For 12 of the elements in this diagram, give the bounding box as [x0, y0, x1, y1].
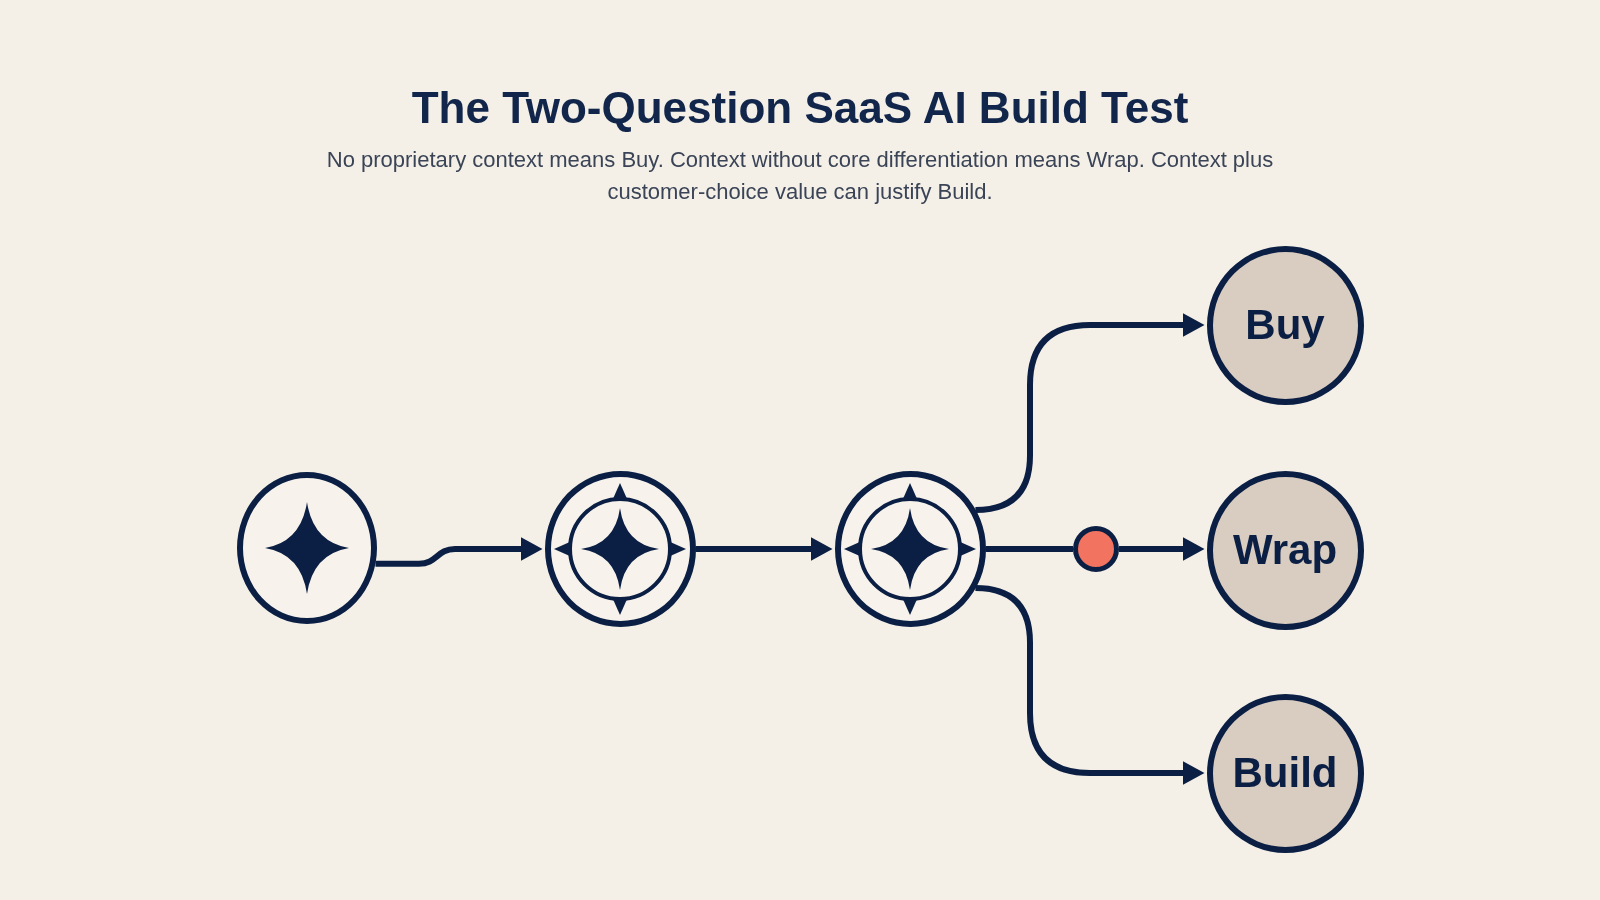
arrow [375, 537, 543, 567]
arrow [1119, 537, 1205, 561]
arrow [695, 537, 833, 561]
arrow [975, 585, 1205, 785]
outcome-label: Buy [1245, 301, 1325, 349]
title: The Two-Question SaaS AI Build Test [411, 82, 1189, 134]
junction-dot [1073, 526, 1119, 572]
subtitle: No proprietary context means Buy. Context without core differentiation means Wrap. Context plus customer-choice value can justify Build. [325, 146, 1275, 206]
arrow [975, 313, 1205, 513]
outcome-label: Build [1232, 749, 1338, 797]
connector-line [985, 546, 1073, 552]
outcome-label: Wrap [1232, 526, 1338, 574]
